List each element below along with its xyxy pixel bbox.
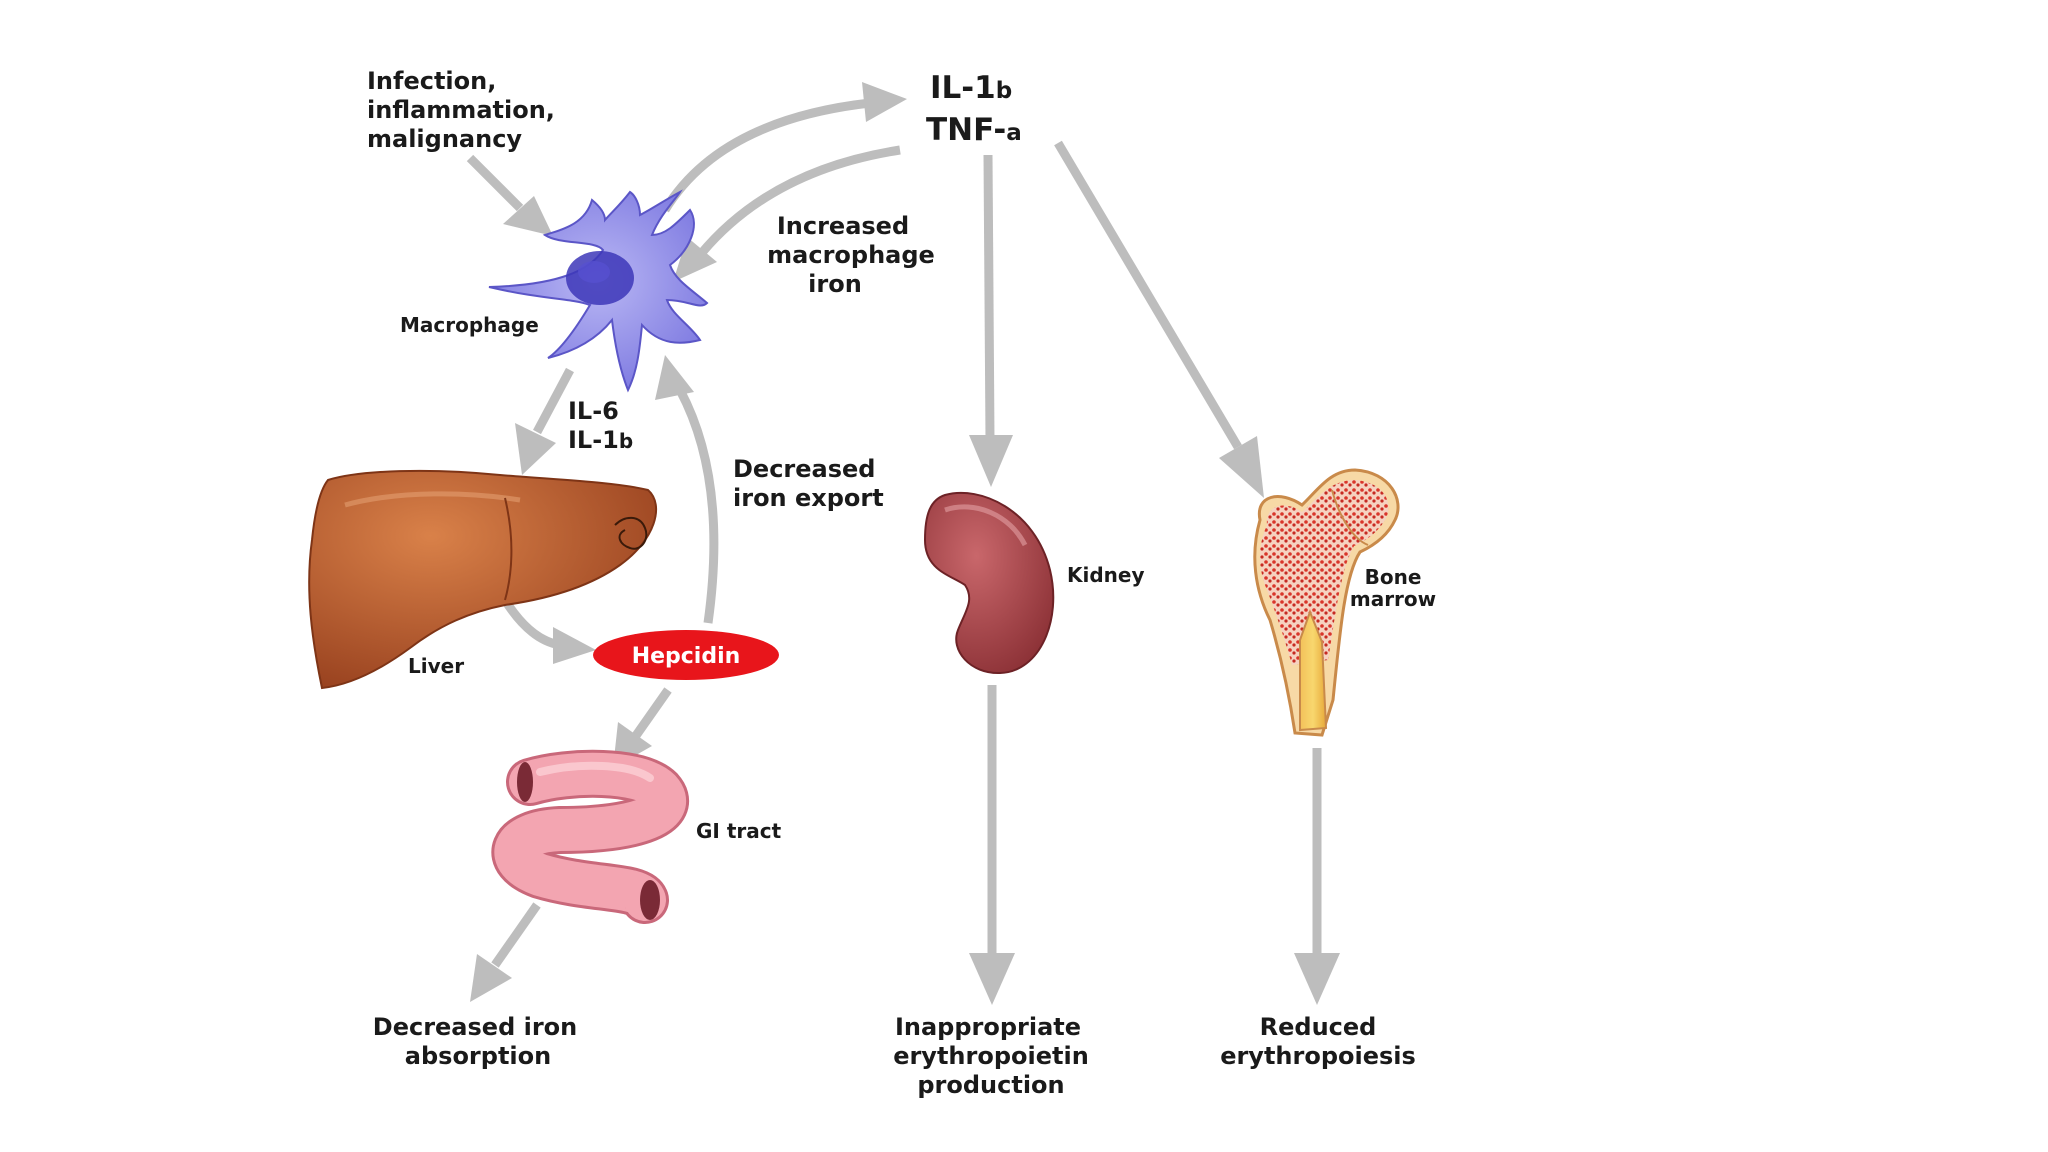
arrowhead-to-liver bbox=[515, 423, 556, 475]
arrow-macrophage-to-cytokines bbox=[661, 98, 871, 213]
arrowhead-to-bone bbox=[1219, 436, 1264, 498]
arrow-hepcidin-to-gi bbox=[631, 687, 672, 740]
gi-tract-icon bbox=[491, 749, 689, 924]
arrow-gi-to-absorption bbox=[491, 902, 541, 968]
arrowhead-to-cytokines bbox=[862, 82, 907, 122]
arrow-liver-to-hepcidin bbox=[501, 597, 561, 650]
cytokine-il1b-mid: IL-1b bbox=[568, 426, 633, 454]
hepcidin-badge: Hepcidin bbox=[593, 630, 779, 680]
arrowhead-to-erythro bbox=[1294, 953, 1340, 1005]
liver-icon bbox=[308, 469, 657, 690]
arrow-macrophage-to-liver bbox=[533, 367, 574, 435]
arrow-cytokines-to-macrophage bbox=[696, 145, 901, 258]
arrow-hepcidin-to-macrophage bbox=[676, 387, 719, 624]
liver-label: Liver bbox=[408, 654, 464, 678]
decreased-export-line-2: iron export bbox=[733, 484, 884, 512]
kidney-icon bbox=[923, 491, 1055, 675]
outcome-absorption-line-1: Decreased iron bbox=[373, 1013, 577, 1041]
outcome-epo-line-1: Inappropriate bbox=[895, 1013, 1081, 1041]
increased-iron-line-3: iron bbox=[808, 270, 862, 298]
increased-iron-line-1: Increased bbox=[777, 212, 909, 240]
bone-label-line-2: marrow bbox=[1350, 587, 1436, 611]
bone-label-line-1: Bone bbox=[1365, 565, 1422, 589]
arrowhead-to-kidney bbox=[969, 435, 1013, 487]
arrowhead-infection bbox=[503, 196, 553, 236]
bone-marrow-icon bbox=[1253, 468, 1400, 737]
trigger-line-1: Infection, bbox=[367, 67, 496, 95]
outcome-erythro-line-1: Reduced bbox=[1260, 1013, 1377, 1041]
arrow-cytokines-to-bone bbox=[1054, 140, 1242, 450]
arrowhead-to-absorption bbox=[470, 954, 512, 1002]
outcome-erythro-line-2: erythropoiesis bbox=[1220, 1042, 1416, 1070]
arrow-infection-to-macrophage bbox=[466, 154, 524, 212]
macrophage-label: Macrophage bbox=[400, 313, 539, 337]
macrophage-cell-icon bbox=[488, 189, 709, 393]
outcome-absorption-line-2: absorption bbox=[405, 1042, 551, 1070]
hepcidin-label: Hepcidin bbox=[632, 644, 741, 669]
decreased-export-line-1: Decreased bbox=[733, 455, 875, 483]
increased-iron-line-2: macrophage bbox=[767, 241, 935, 269]
kidney-label: Kidney bbox=[1067, 563, 1145, 587]
arrow-cytokines-to-kidney bbox=[983, 154, 995, 441]
arrowhead-decreased-export bbox=[655, 355, 694, 400]
outcome-epo-line-3: production bbox=[917, 1071, 1064, 1099]
trigger-line-2: inflammation, bbox=[367, 96, 555, 124]
cytokine-il1b: IL-1b bbox=[930, 70, 1012, 106]
trigger-line-3: malignancy bbox=[367, 125, 522, 153]
gi-tract-label: GI tract bbox=[696, 819, 782, 843]
arrowhead-to-epo bbox=[969, 953, 1015, 1005]
cytokine-tnfa: TNF-a bbox=[926, 112, 1022, 148]
cytokine-il6: IL-6 bbox=[568, 397, 619, 425]
outcome-epo-line-2: erythropoietin bbox=[893, 1042, 1089, 1070]
arrowhead-to-hepcidin bbox=[553, 627, 596, 664]
